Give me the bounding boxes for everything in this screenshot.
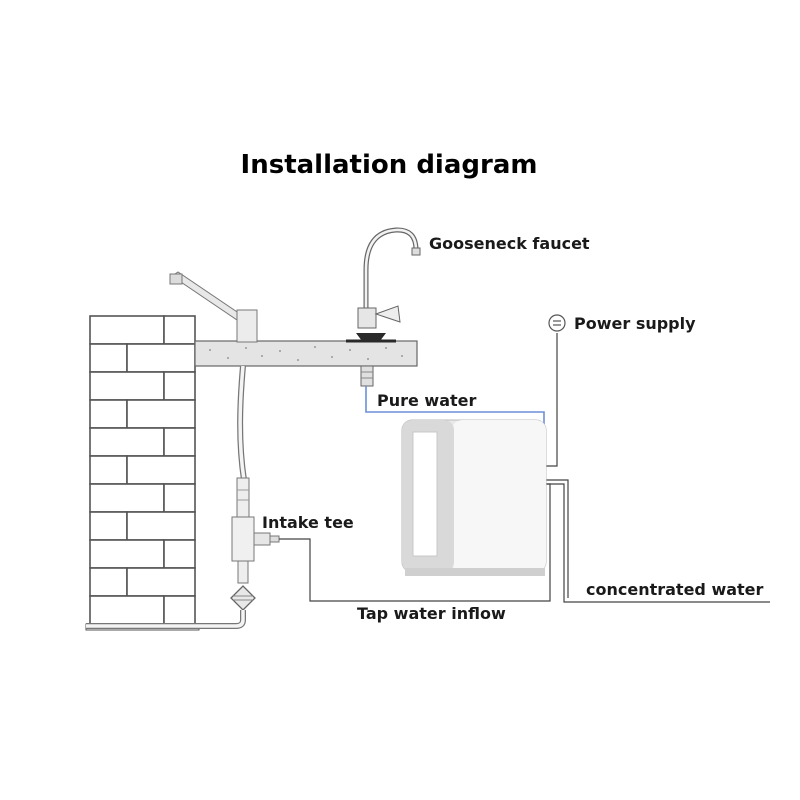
countertop: [194, 340, 418, 367]
brick: [89, 315, 165, 345]
brick: [126, 511, 196, 541]
brick: [89, 399, 128, 429]
brick: [163, 539, 196, 569]
brick: [89, 455, 128, 485]
label-pure-water: Pure water: [377, 391, 477, 410]
brick: [89, 343, 128, 373]
brick: [89, 539, 165, 569]
power-plug-icon: [548, 314, 566, 332]
brick: [163, 427, 196, 457]
gooseneck-faucet-icon: [346, 227, 421, 387]
label-power-supply: Power supply: [574, 314, 696, 333]
brick: [89, 595, 165, 625]
tap-water-inflow-line: [279, 483, 551, 602]
brick: [89, 511, 128, 541]
brick: [126, 343, 196, 373]
label-concentrated-water: concentrated water: [586, 580, 764, 599]
label-gooseneck-faucet: Gooseneck faucet: [429, 234, 590, 253]
concentrated-water-line-outer: [544, 483, 770, 603]
brick: [89, 567, 128, 597]
power-cord: [544, 333, 558, 467]
brick: [163, 595, 196, 625]
brick: [89, 483, 165, 513]
brick: [163, 371, 196, 401]
brick: [126, 455, 196, 485]
angle-valve-icon: [230, 585, 256, 611]
label-intake-tee: Intake tee: [262, 513, 354, 532]
brick: [89, 427, 165, 457]
diagram-title: Installation diagram: [241, 150, 538, 180]
concentrated-water-line: [544, 479, 569, 598]
kitchen-tap-icon: [169, 271, 258, 343]
tap-hose: [237, 365, 247, 481]
label-tap-water-inflow: Tap water inflow: [357, 604, 506, 623]
brick-wall: [85, 315, 200, 631]
intake-tee-fitting: [231, 477, 280, 584]
brick: [126, 399, 196, 429]
brick: [89, 371, 165, 401]
supply-pipe: [86, 610, 246, 629]
brick: [126, 567, 196, 597]
brick: [163, 483, 196, 513]
brick: [163, 315, 196, 345]
ro-purifier-unit: [401, 419, 547, 576]
